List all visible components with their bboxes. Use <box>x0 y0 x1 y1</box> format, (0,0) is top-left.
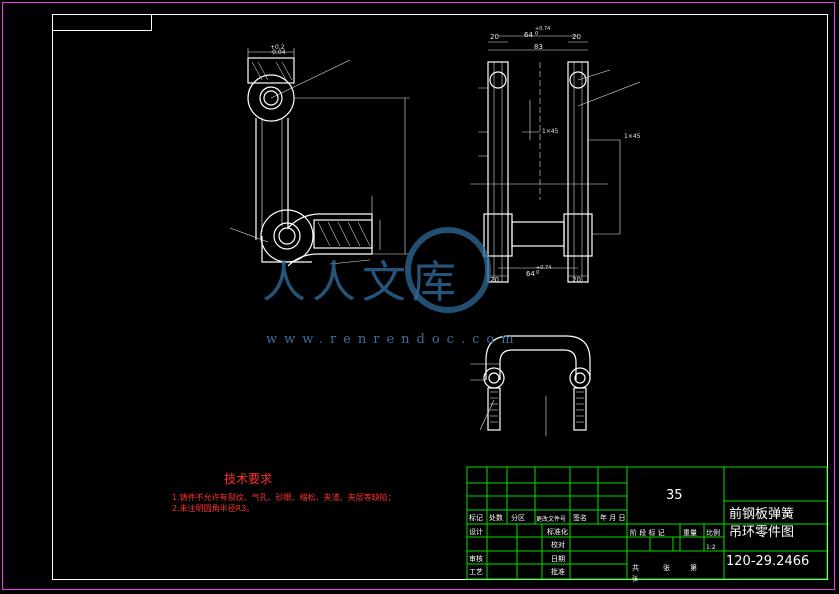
tech-item-2: 2.未注明圆角半径R3。 <box>172 504 255 513</box>
right-top-hole <box>569 71 587 89</box>
tb-design: 设计 <box>469 528 483 536</box>
left-pin-inner <box>488 372 500 384</box>
drawing-code: 120-29.2466 <box>726 554 810 569</box>
tech-title: 技术要求 <box>224 472 273 486</box>
left-pin-outer <box>483 367 505 389</box>
front-view-part <box>483 61 593 283</box>
tb-standardize: 标准化 <box>547 528 568 536</box>
tb-zone: 分区 <box>511 514 525 522</box>
tb-sheets: 张 <box>663 564 670 572</box>
tb-signature: 签名 <box>573 514 587 522</box>
dim-bar <box>371 196 381 250</box>
dim-top-width <box>247 48 295 58</box>
front-view-dims <box>470 35 641 277</box>
drawing-name-line1: 前钢板弹簧 <box>729 507 795 522</box>
bottom-eye-hole <box>278 227 296 245</box>
watermark-logo <box>405 227 491 313</box>
top-eye-inner <box>259 86 283 110</box>
dim-top <box>488 35 588 51</box>
dim-label-left-chamfer: 1×45 <box>542 128 559 135</box>
tb-mark: 标记 <box>469 514 483 522</box>
hatch-lines <box>317 221 371 247</box>
top-view-dims <box>470 363 547 436</box>
right-leg <box>567 61 589 283</box>
dim-label-bottom-20a: 20 <box>490 276 499 284</box>
tb-date: 年 月 日 <box>600 514 626 522</box>
bottom-bar <box>313 219 373 249</box>
cross-bar <box>511 221 565 247</box>
corner-label-box <box>52 14 152 31</box>
drawing-name-line2: 吊环零件图 <box>729 525 795 540</box>
top-boss <box>247 57 295 84</box>
right-pin-outer <box>569 367 591 389</box>
watermark-text: 人人文库 <box>262 257 462 308</box>
title-block <box>466 466 828 580</box>
right-pin-inner <box>574 372 586 384</box>
tb-process: 工艺 <box>469 568 483 576</box>
tb-stage-mark: 阶 段 标 记 <box>630 529 665 537</box>
bottom-base <box>261 236 312 263</box>
dim-label-20a: 20 <box>490 33 499 41</box>
dim-label-83: 83 <box>534 43 543 51</box>
right-thread <box>573 387 587 431</box>
dim-label-64: 64 <box>524 31 533 39</box>
inner-frame <box>52 14 828 580</box>
part-number-label: 35 <box>666 488 683 503</box>
title-cols <box>486 467 628 579</box>
arm-rib <box>261 118 283 232</box>
scale-value: 1:2 <box>706 544 716 551</box>
dim-label-bottom-64: 64 <box>526 270 535 278</box>
left-view-part <box>247 57 373 267</box>
tech-item-1: 1.铸件不允许有裂纹、气孔、砂眼、缩松、夹渣、夹层等缺陷； <box>172 493 396 502</box>
title-rows <box>467 482 827 565</box>
dim-u-left <box>470 363 500 381</box>
tb-sheet-unit: 张 <box>632 576 639 583</box>
tb-ratio: 比例 <box>706 529 720 537</box>
leader-u <box>479 399 495 431</box>
dim-bottom <box>488 267 588 277</box>
tb-review: 审核 <box>469 555 483 563</box>
top-hatch <box>251 61 293 81</box>
watermark-url: www.renrendoc.com <box>266 332 521 347</box>
u-inner <box>499 349 577 380</box>
left-view-dims <box>229 48 410 265</box>
leader-note <box>329 259 371 265</box>
watermark-circle <box>405 227 491 313</box>
leader-top <box>270 59 351 99</box>
top-view-part <box>483 335 591 431</box>
title-block-border <box>466 466 828 580</box>
dim-label-64-tol: +0.74 0 <box>535 26 551 37</box>
tb-sheet-no: 第 <box>690 564 697 572</box>
dim-height <box>294 97 410 255</box>
left-leg <box>487 61 509 283</box>
leader-bottom <box>229 227 269 243</box>
tb-approve: 批准 <box>551 568 565 576</box>
leg-inner <box>493 62 583 282</box>
tb-count: 处数 <box>489 514 503 522</box>
dim-label-bottom-64-tol: +0.74 0 <box>536 265 552 276</box>
u-outer <box>485 335 591 380</box>
dim-label-20b: 20 <box>572 33 581 41</box>
dim-left <box>470 87 608 185</box>
title-right-grid <box>627 467 827 579</box>
dim-label-right-chamfer: 1×45 <box>624 133 641 140</box>
dim-right <box>588 139 621 235</box>
left-top-hole <box>489 71 507 89</box>
thread-lines <box>490 391 584 423</box>
dim-label-bottom-20b: 20 <box>572 276 581 284</box>
dim-label-top-left: +0.2 -0.04 <box>270 44 286 56</box>
tb-date-sign: 日期 <box>551 555 565 563</box>
tb-change-doc: 更改文件号 <box>536 516 567 523</box>
leader-right <box>577 69 641 107</box>
bottom-eye-inner <box>273 222 301 250</box>
left-thread <box>487 387 501 431</box>
tb-proofread: 校对 <box>551 541 565 549</box>
dim-center <box>522 100 540 140</box>
tb-weight: 重量 <box>683 529 697 537</box>
top-eye-hole <box>263 90 279 106</box>
tb-total: 共 <box>632 564 639 572</box>
